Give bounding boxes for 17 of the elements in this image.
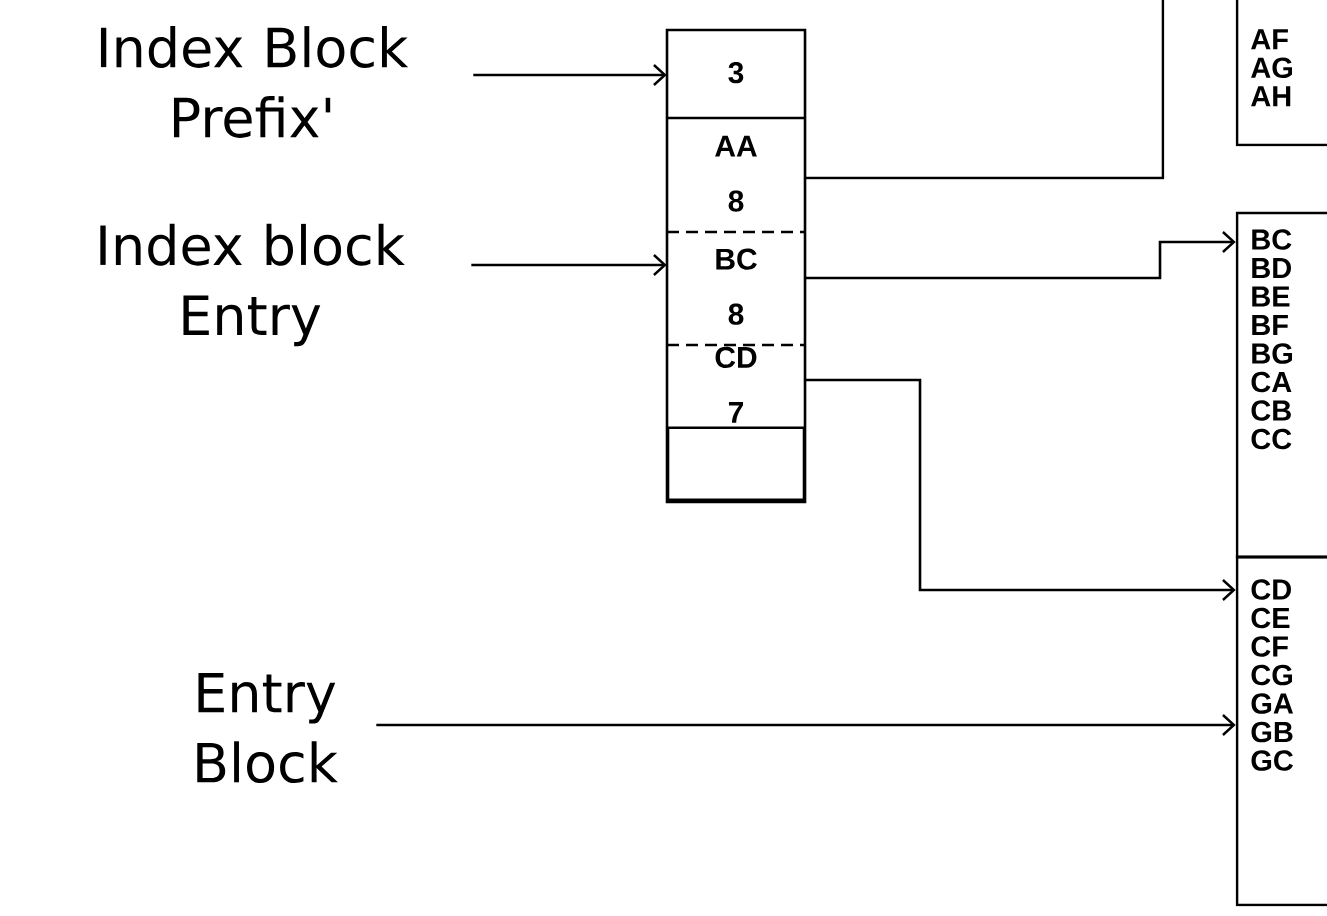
index-block	[665, 28, 807, 504]
index-cell: 3	[728, 62, 744, 84]
entry-block: CD CE CF CG GA GB GC	[1235, 555, 1327, 907]
index-cell: BC 8	[716, 248, 757, 325]
arrow	[473, 64, 667, 86]
side-label: Index Block Prefix'	[100, 26, 409, 138]
arrow	[471, 254, 667, 276]
index-cell: AA 8	[715, 135, 757, 212]
side-label: Entry Block	[197, 672, 338, 784]
entry-block: AF AG AH	[1235, 0, 1327, 147]
arrow	[805, 378, 1236, 601]
arrow	[805, 231, 1236, 280]
arrow	[376, 714, 1236, 736]
entry-block: BC BD BE BF BG CA CB CC	[1235, 211, 1327, 559]
empty-cell	[666, 426, 806, 501]
side-label: Index block Entry	[100, 223, 405, 347]
index-cell: CD 7	[715, 346, 757, 423]
